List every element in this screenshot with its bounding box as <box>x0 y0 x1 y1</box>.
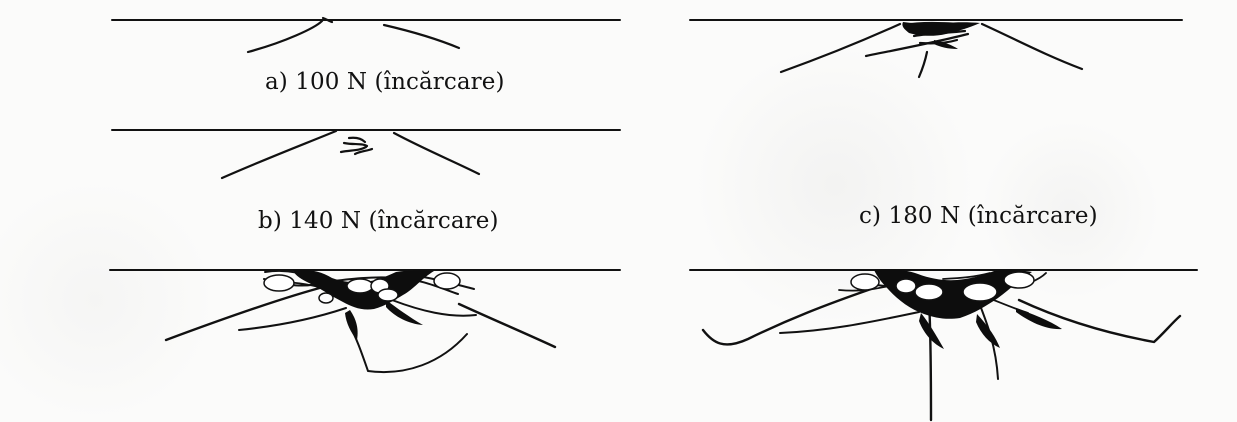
panel-a-crack-drawing <box>112 18 620 52</box>
caption-c: c) 180 N (încărcare) <box>859 205 1098 228</box>
caption-a: a) 100 N (încărcare) <box>265 71 505 94</box>
panel-b-crack-drawing <box>112 130 620 178</box>
caption-b: b) 140 N (încărcare) <box>258 210 499 233</box>
